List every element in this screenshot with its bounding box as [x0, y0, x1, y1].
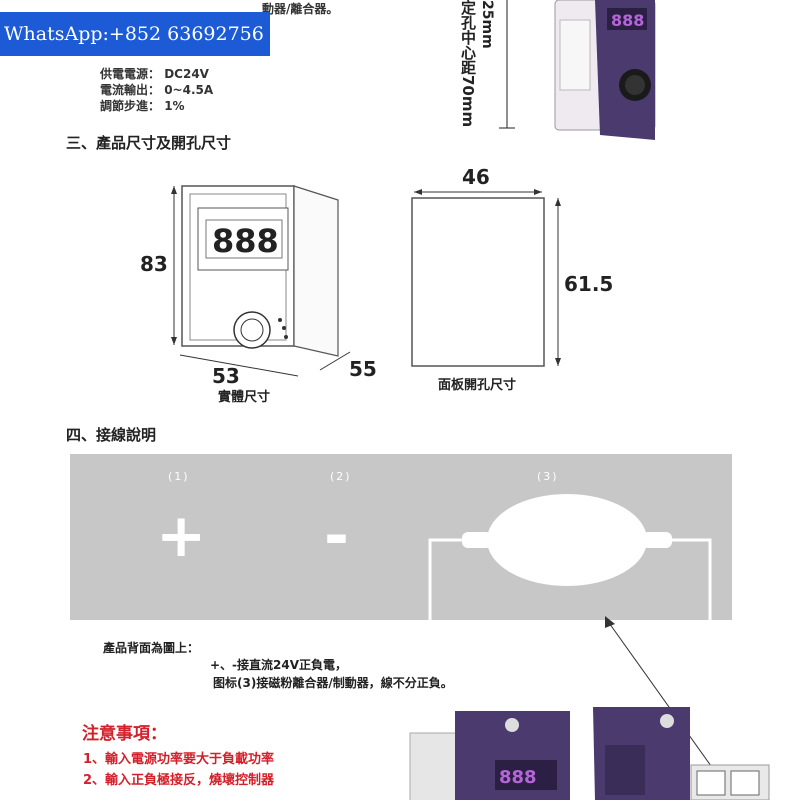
terminal-1-label: (1): [168, 470, 190, 483]
body-height-label: 83: [140, 252, 168, 276]
top-fragment-text: 動器/離合器。: [262, 2, 339, 16]
section-3-heading: 三、產品尺寸及開孔尺寸: [66, 134, 232, 152]
spec-row: 調節步進： 1%: [100, 98, 213, 114]
body-depth-label: 55: [349, 357, 377, 381]
warning-title: 注意事項：: [82, 724, 167, 744]
body-dimension-drawing: 888: [171, 185, 351, 377]
whatsapp-banner[interactable]: WhatsApp:+852 63692756: [0, 12, 270, 56]
spec-row: 供電電源： DC24V: [100, 66, 213, 82]
cutout-height-label: 61.5: [564, 272, 614, 296]
terminal-2-symbol: -: [324, 501, 349, 571]
terminal-1-symbol: +: [156, 501, 207, 571]
display-digits: 888: [212, 222, 279, 260]
photo-display-digits: 888: [611, 11, 644, 30]
spec-list: 供電電源： DC24V 電流輸出： 0~4.5A 調節步進： 1%: [100, 66, 213, 114]
spec-label: 電流輸出：: [100, 83, 161, 97]
body-width-label: 53: [212, 364, 240, 388]
spec-value: 0~4.5A: [164, 83, 214, 97]
product-photo-bottom: 888: [409, 707, 770, 800]
cutout-dimension-drawing: [411, 189, 561, 367]
vertical-dimension-line: [499, 0, 515, 129]
wiring-panel: (1) (2) (3) + -: [70, 454, 732, 620]
cutout-width-label: 46: [462, 165, 490, 189]
note-line-2: +、-接直流24V正負電，: [210, 658, 348, 672]
product-photo-top: 888: [554, 0, 656, 140]
terminal-3-label: (3): [537, 470, 559, 483]
vertical-label-hole-distance: 定孔中心距70mm: [459, 0, 477, 128]
cutout-caption: 面板開孔尺寸: [438, 378, 517, 393]
note-line-3: 图标(3)接磁粉離合器/制動器，線不分正負。: [213, 676, 453, 690]
vertical-label-spacing: 25mm: [479, 0, 495, 49]
section-4-heading: 四、接線說明: [66, 426, 157, 444]
clutch-symbol: [428, 494, 712, 620]
spec-value: 1%: [164, 99, 185, 113]
terminal-2-label: (2): [330, 470, 352, 483]
warning-line-2: 2、輸入正負極接反，燒壞控制器: [83, 773, 275, 788]
photo-display-digits-bottom: 888: [499, 767, 537, 788]
note-line-1: 產品背面為圖上：: [103, 641, 200, 655]
warning-line-1: 1、輸入電源功率要大于負載功率: [83, 752, 275, 767]
pointer-line: [605, 616, 722, 781]
spec-row: 電流輸出： 0~4.5A: [100, 82, 213, 98]
body-caption: 實體尺寸: [218, 390, 271, 405]
vertical-dimension-labels: 25mm 定孔中心距70mm: [456, 0, 496, 135]
spec-value: DC24V: [164, 67, 209, 81]
spec-label: 供電電源：: [100, 67, 161, 81]
spec-label: 調節步進：: [100, 99, 161, 113]
